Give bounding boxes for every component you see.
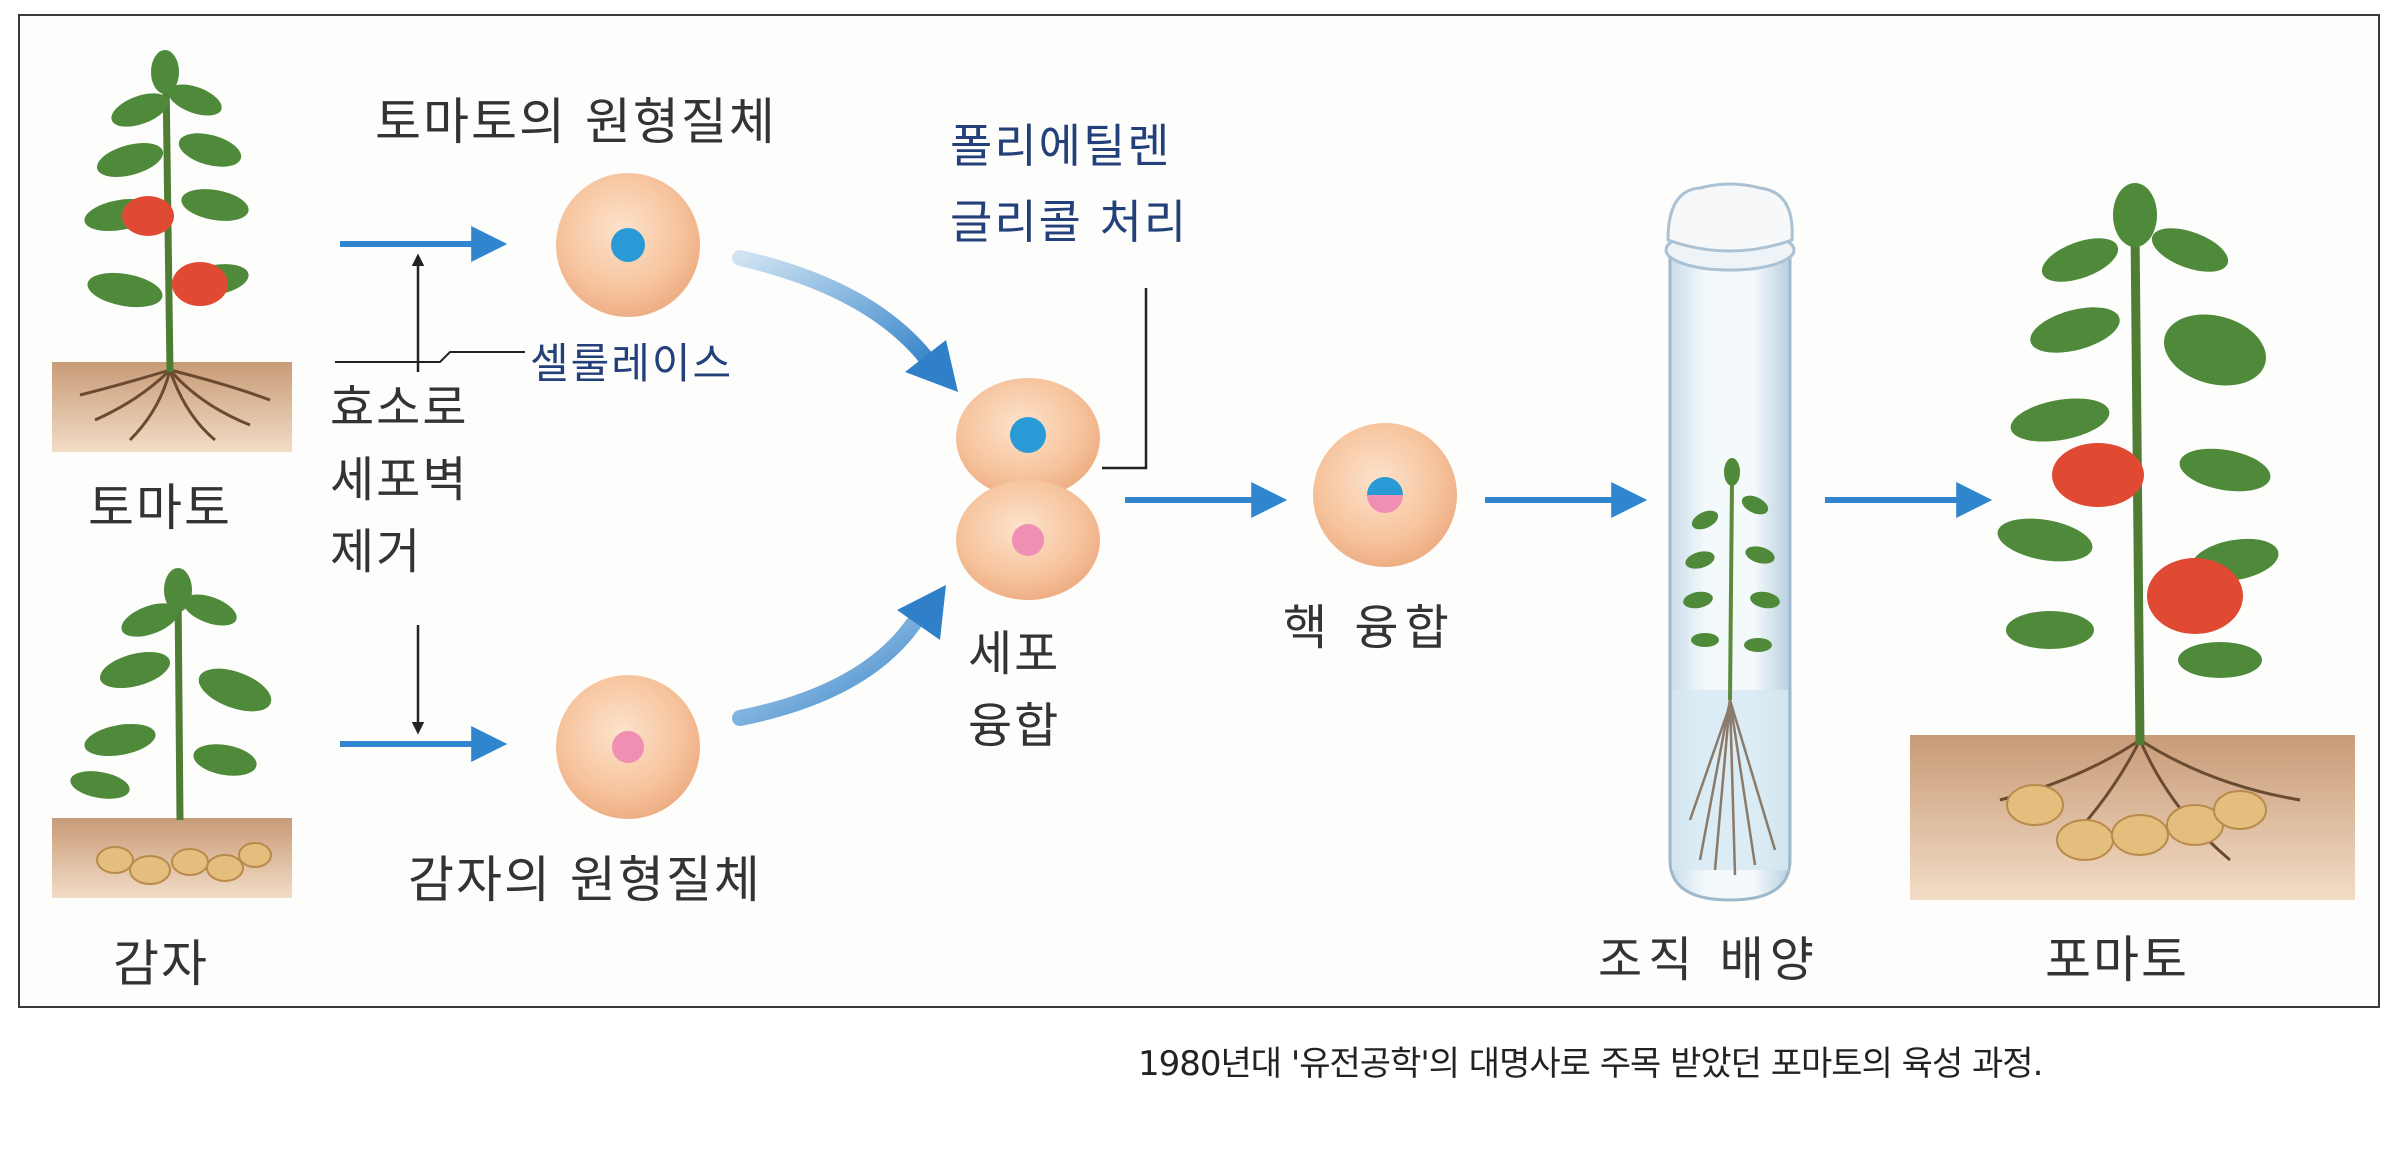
tomato-protoplast-label: 토마토의 원형질체 — [375, 93, 777, 151]
potato-label: 감자 — [113, 935, 209, 993]
peg-label-line1: 폴리에틸렌 — [950, 119, 1172, 173]
curved-arrow-top — [732, 250, 943, 378]
peg-leader-line — [1102, 288, 1148, 470]
cell-fusion-line2: 융합 — [968, 698, 1061, 754]
fused-cell — [956, 378, 1100, 600]
potato-protoplast-label: 감자의 원형질체 — [408, 851, 762, 909]
test-tube-illustration — [1664, 182, 1796, 902]
enzyme-label-line2: 세포벽 — [330, 452, 469, 508]
curved-arrowhead-bottom — [897, 585, 946, 640]
enzyme-cell-wall-removal-label: 효소로 세포벽 제거 — [330, 372, 468, 588]
tomato-label: 토마토 — [88, 479, 232, 537]
potato-plant-illustration — [52, 568, 292, 898]
nuclear-fusion-label: 핵 융합 — [1283, 600, 1455, 656]
pomato-plant-illustration — [1910, 183, 2355, 900]
tomato-plant-illustration — [52, 50, 292, 452]
peg-treatment-label: 폴리에틸렌 글리콜 처리 — [950, 108, 1188, 260]
cellulase-label: 셀룰레이스 — [530, 339, 734, 388]
pomato-label: 포마토 — [2045, 931, 2189, 989]
tissue-culture-label: 조직 배양 — [1598, 932, 1820, 988]
curved-arrowhead-top — [905, 340, 958, 392]
enzyme-label-line1: 효소로 — [330, 380, 469, 436]
cell-fusion-line1: 세포 — [968, 626, 1061, 682]
enzyme-label-line3: 제거 — [330, 524, 423, 580]
tomato-protoplast-cell — [556, 173, 700, 317]
cellulase-leader-line — [335, 351, 525, 363]
nuclear-fusion-cell — [1313, 423, 1457, 567]
potato-protoplast-cell — [556, 675, 700, 819]
cell-fusion-label: 세포 융합 — [968, 618, 1060, 762]
figure-caption: 1980년대 '유전공학'의 대명사로 주목 받았던 포마토의 육성 과정. — [1138, 1044, 2043, 1084]
peg-label-line2: 글리콜 처리 — [950, 195, 1189, 249]
curved-arrow-bottom — [732, 597, 933, 726]
